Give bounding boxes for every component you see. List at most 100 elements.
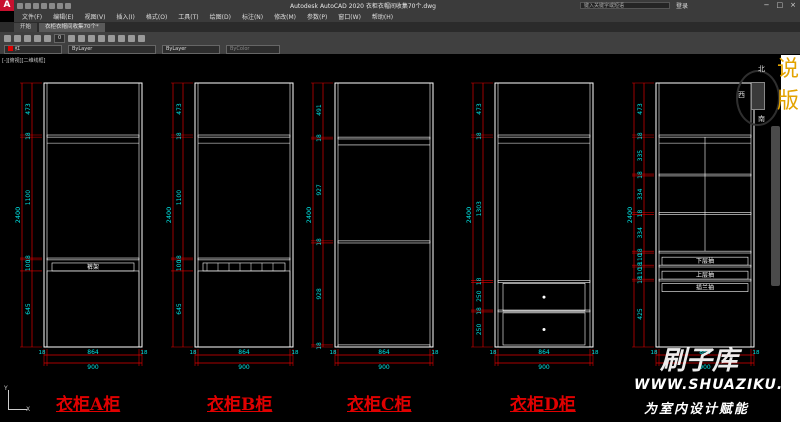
- menu-item-dimension[interactable]: 标注(N): [241, 14, 264, 21]
- ucs-icon: Y X: [4, 385, 31, 414]
- panel-glyph-1: 说: [777, 57, 800, 82]
- dimension-text: 335: [637, 150, 644, 162]
- inner-width-text: 864: [699, 349, 711, 356]
- menu-item-modify[interactable]: 修改(M): [274, 14, 296, 21]
- undo-icon[interactable]: [57, 2, 63, 9]
- side-thickness-text: 18: [141, 350, 148, 356]
- cabinet-shelf: [197, 134, 291, 138]
- compass-west[interactable]: 西: [738, 91, 745, 99]
- dimension-text: 491: [316, 104, 323, 116]
- redo-icon[interactable]: [65, 2, 71, 9]
- lineweight-dropdown[interactable]: ByLayer: [162, 44, 220, 54]
- menu-item-format[interactable]: 格式(O): [145, 14, 168, 21]
- menu-item-parametric[interactable]: 参数(P): [306, 14, 328, 21]
- dimension-text: 18: [316, 238, 323, 246]
- cabinet-shelf: [497, 280, 591, 283]
- layer-dropdown[interactable]: 0: [54, 33, 66, 43]
- login-button[interactable]: 登录: [676, 3, 689, 10]
- layer-freeze-icon[interactable]: [128, 34, 136, 42]
- navigation-bar[interactable]: [771, 126, 780, 286]
- total-height-text: 2400: [14, 207, 22, 224]
- window-title: Autodesk AutoCAD 2020 衣柜衣帽间收集70个.dwg: [290, 3, 436, 10]
- layer-off-icon[interactable]: [118, 34, 126, 42]
- maximize-button[interactable]: □: [776, 1, 784, 9]
- dimension-text: 110: [637, 253, 644, 265]
- compass-south[interactable]: 南: [758, 115, 765, 123]
- dimension-text: 18: [637, 171, 644, 179]
- dimension-text: 18: [476, 307, 483, 315]
- total-width-text: 900: [378, 364, 390, 371]
- ucs-y-label: Y: [4, 385, 8, 392]
- linetype-dropdown[interactable]: ByLayer: [68, 44, 156, 54]
- ucs-y-axis: [8, 390, 9, 410]
- cabinet-shelf: [197, 270, 291, 348]
- layer-properties-icon[interactable]: [4, 34, 11, 42]
- viewport-controls[interactable]: [-][俯视][二维线框]: [2, 58, 46, 64]
- new-file-icon[interactable]: [17, 2, 23, 9]
- drawer-box: [661, 283, 749, 292]
- side-thickness-text: 18: [651, 350, 658, 356]
- viewcube-face[interactable]: [751, 82, 765, 110]
- layer-isolate-icon[interactable]: [98, 34, 106, 42]
- compass-ring[interactable]: [736, 70, 780, 126]
- layer-state-icon[interactable]: [88, 34, 96, 42]
- tab-drawing[interactable]: 衣柜衣帽间收集70个*: [39, 23, 105, 32]
- drawer-label: 上层抽: [696, 271, 714, 279]
- ucs-x-label: X: [26, 406, 31, 413]
- caption-wardrobe-d: 衣柜D柜: [510, 395, 576, 415]
- search-input[interactable]: 键入关键字或短语: [580, 2, 670, 9]
- sun-icon[interactable]: [24, 34, 31, 42]
- total-height-text: 2400: [626, 207, 634, 224]
- ucs-x-axis: [8, 409, 27, 410]
- menu-item-edit[interactable]: 编辑(E): [53, 14, 74, 21]
- dimension-text: 928: [316, 288, 323, 300]
- menu-item-file[interactable]: 文件(F): [22, 14, 43, 21]
- dimension-text: 473: [176, 103, 183, 115]
- save-icon[interactable]: [33, 2, 39, 9]
- dimension-text: 645: [25, 303, 32, 315]
- dimension-text: 18: [25, 255, 32, 263]
- menu-item-help[interactable]: 帮助(H): [371, 14, 394, 21]
- open-file-icon[interactable]: [25, 2, 31, 9]
- menu-item-tools[interactable]: 工具(T): [178, 14, 199, 21]
- total-width-text: 900: [87, 364, 99, 371]
- lock-icon[interactable]: [34, 34, 41, 42]
- side-thickness-text: 18: [592, 350, 599, 356]
- drawing-canvas[interactable]: [0, 55, 800, 422]
- total-width-text: 900: [538, 364, 550, 371]
- close-button[interactable]: ×: [790, 1, 796, 9]
- save-as-icon[interactable]: [41, 2, 47, 9]
- menu-item-insert[interactable]: 插入(I): [116, 14, 135, 21]
- window-controls: − □ ×: [764, 1, 796, 9]
- minimize-button[interactable]: −: [763, 1, 770, 9]
- autocad-logo-icon[interactable]: A: [0, 0, 14, 11]
- dimension-text: 100: [176, 260, 183, 272]
- compass-north[interactable]: 北: [758, 65, 765, 73]
- menu-item-draw[interactable]: 绘图(D): [209, 14, 231, 21]
- drawer-handle: [542, 295, 546, 299]
- caption-wardrobe-c: 衣柜C柜: [347, 395, 412, 415]
- layer-lock-icon[interactable]: [138, 34, 146, 42]
- lightbulb-icon[interactable]: [14, 34, 21, 42]
- color-square-icon[interactable]: [44, 34, 51, 42]
- dimension-text: 18: [316, 134, 323, 142]
- plotstyle-dropdown[interactable]: ByColor: [226, 44, 280, 54]
- dimension-text: 1100: [176, 190, 183, 205]
- layer-previous-icon[interactable]: [78, 34, 86, 42]
- menu-item-window[interactable]: 窗口(W): [338, 14, 361, 21]
- drawer-label: 插兰抽: [696, 284, 714, 292]
- tab-start[interactable]: 开始: [14, 23, 38, 32]
- layer-unisolate-icon[interactable]: [108, 34, 116, 42]
- make-current-icon[interactable]: [68, 34, 76, 42]
- cabinet-shelf: [337, 240, 431, 244]
- properties-toolbar: 红 ByLayer ByLayer ByColor: [0, 44, 800, 54]
- dimension-text: 1100: [25, 190, 32, 205]
- plot-icon[interactable]: [49, 2, 55, 9]
- dimension-text: 18: [637, 248, 644, 256]
- menu-item-view[interactable]: 视图(V): [84, 14, 106, 21]
- viewcube[interactable]: 北 西 南: [736, 64, 782, 132]
- color-dropdown[interactable]: 红: [4, 44, 62, 54]
- dimension-text: 110: [637, 267, 644, 279]
- menu-bar: 文件(F) 编辑(E) 视图(V) 插入(I) 格式(O) 工具(T) 绘图(D…: [14, 11, 800, 22]
